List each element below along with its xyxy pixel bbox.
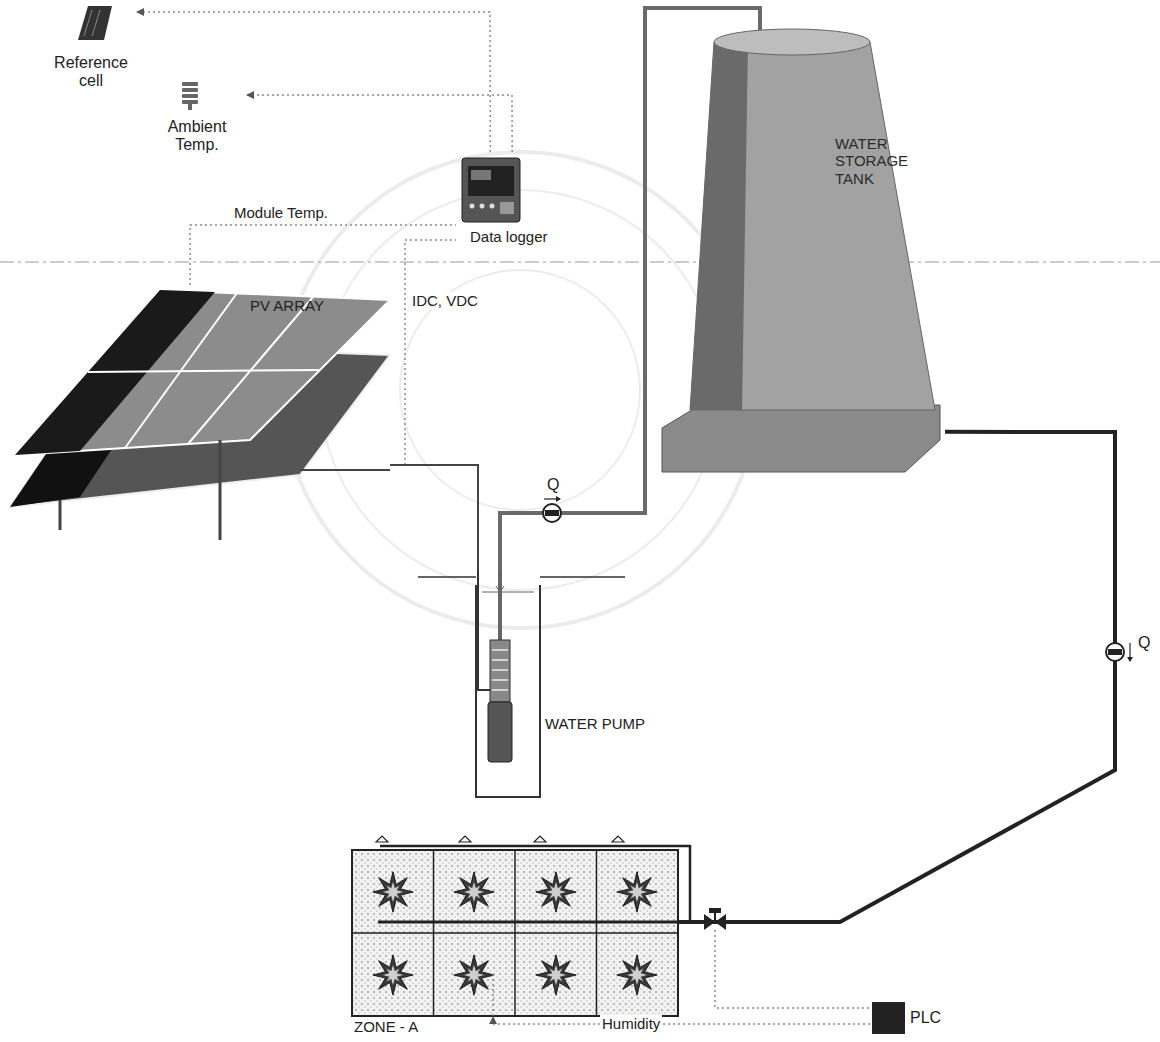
water-storage-tank: WATER STORAGE TANK [655,30,945,475]
water-pipe [678,432,1115,922]
data-logger-icon [462,158,520,222]
plc-box [872,1002,905,1034]
water-pump: WATER PUMP [470,570,670,798]
node-label: Ambient Temp. [152,118,242,155]
connector-label: Q [545,476,561,494]
connector-label: Module Temp. [232,204,330,221]
plc-controller: PLC [870,1000,945,1036]
valve-signal-line [715,930,870,1008]
node-label: PV ARRAY [250,297,324,314]
connector-label: Humidity [600,1015,662,1032]
water-pipe [500,8,760,570]
ambient-sensor-icon [182,82,198,110]
signal-line [493,1016,870,1024]
zone-field [352,836,690,1016]
ambient-sensor: Ambient Temp. [152,78,246,173]
pv-array-illustration [10,290,390,540]
pv-array: PV ARRAY [10,285,390,540]
valve-symbol [704,908,726,930]
reference-cell-icon [78,6,112,40]
signal-line [390,240,456,465]
flow-meter [543,496,561,522]
signal-line [190,225,456,285]
well-and-pump [418,570,625,797]
node-label: WATER STORAGE TANK [835,135,915,187]
node-label: ZONE - A [354,1018,418,1035]
water-tank-illustration [662,29,940,472]
flow-meter [1106,643,1133,662]
ground-line [0,262,1160,263]
irrigation-zone: ZONE - A [352,850,678,1016]
node-label: WATER PUMP [545,715,645,732]
power-cable [390,465,478,570]
node-label: Reference cell [50,54,132,91]
connector-label: Q [1136,634,1152,652]
node-label: PLC [910,1009,941,1027]
connector-label: IDC, VDC [410,292,480,309]
data-logger: Data logger [456,152,560,250]
node-label: Data logger [470,228,548,245]
reference-cell: Reference cell [50,4,136,96]
signal-line [246,95,512,152]
